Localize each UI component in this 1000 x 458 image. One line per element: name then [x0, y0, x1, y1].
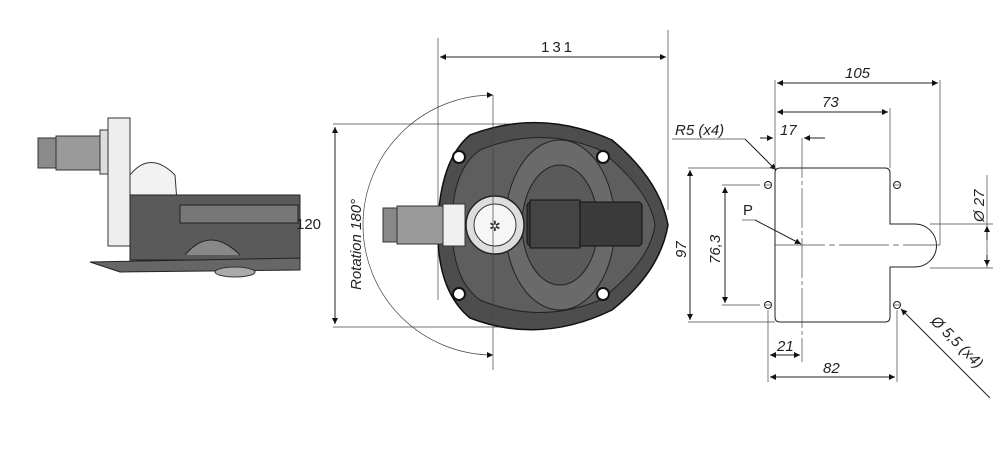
front-width-label: 131 — [541, 39, 575, 56]
dim-17: 17 — [780, 122, 797, 139]
dim-105: 105 — [845, 65, 871, 82]
dim-76-3: 76,3 — [707, 234, 724, 264]
dim-diameter-27: Ø 27 — [971, 189, 988, 223]
side-view — [37, 117, 301, 278]
rotation-arc — [362, 92, 494, 358]
cutout-drawing — [672, 80, 993, 399]
star-key-icon: ✲ — [489, 219, 501, 235]
dim-21: 21 — [776, 338, 794, 355]
radius-label: R5 (x4) — [675, 122, 724, 139]
side-height-label: 120 — [296, 216, 321, 233]
dim-97: 97 — [673, 241, 690, 258]
point-p-label: P — [743, 202, 753, 219]
rotation-label: Rotation 180° — [348, 199, 365, 290]
dim-82: 82 — [823, 360, 840, 377]
front-view: ✲ — [332, 30, 669, 370]
dim-73: 73 — [822, 94, 839, 111]
cutout-outline — [774, 167, 937, 323]
hole-diameter-label: Ø 5,5 (x4) — [926, 312, 986, 372]
